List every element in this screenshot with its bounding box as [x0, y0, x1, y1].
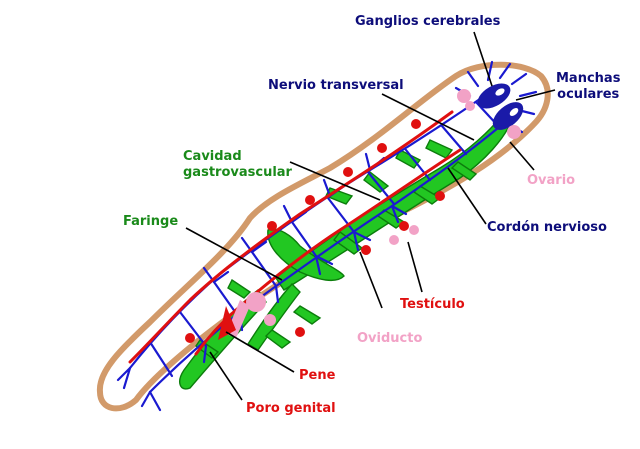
testes [185, 119, 445, 343]
label-oviducto: Oviducto [357, 331, 423, 346]
label-poro-genital: Poro genital [246, 401, 336, 416]
nerve-cord-upper [128, 90, 492, 370]
label-ovario: Ovario [527, 173, 576, 188]
label-manchas-oculares: Manchas oculares [556, 71, 620, 103]
label-manchas-line2: oculares [557, 87, 620, 102]
label-nervio-transversal: Nervio transversal [268, 78, 404, 93]
leader-lines [185, 31, 556, 401]
label-faringe: Faringe [123, 214, 179, 229]
label-manchas-line1: Manchas [556, 71, 621, 86]
label-testiculo: Testículo [400, 297, 465, 312]
cerebral-ganglia [477, 83, 524, 130]
ovaries [457, 89, 521, 139]
eyespots [495, 88, 519, 116]
reproductive-ducts [128, 110, 462, 364]
penis-organ [218, 306, 236, 340]
label-cavidad-gastrovascular: Cavidad gastrovascular [183, 149, 292, 181]
label-cavidad-line2: gastrovascular [183, 165, 292, 180]
label-cordon-nervioso: Cordón nervioso [487, 220, 607, 235]
label-ganglios-cerebrales: Ganglios cerebrales [355, 14, 501, 29]
label-pene: Pene [299, 368, 336, 383]
body-outline [96, 61, 551, 412]
label-cavidad-line1: Cavidad [183, 149, 242, 164]
